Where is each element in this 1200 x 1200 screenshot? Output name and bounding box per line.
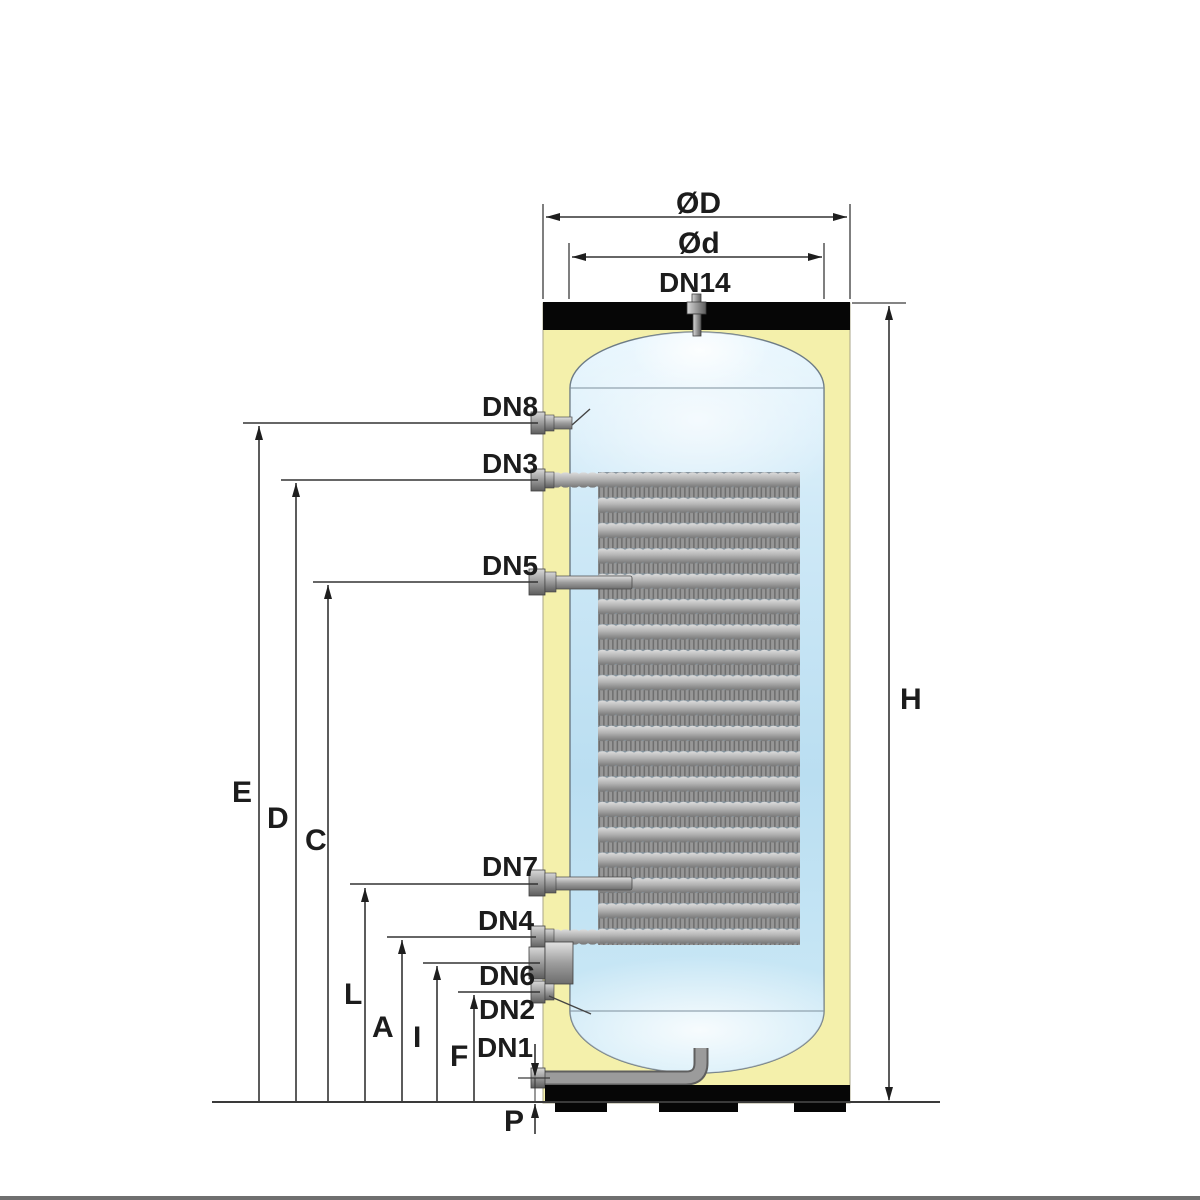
port-label-dn6: DN6 [479,960,536,991]
dim-label-c: C [305,824,327,857]
dim-label-inner-diameter: Ød [678,227,720,260]
dn5-pipe [545,575,633,590]
port-label-dn14: DN14 [659,267,731,298]
coil-outlet-tube [552,929,600,945]
port-label-dn7: DN7 [482,851,539,882]
dim-label-outer-diameter: ØD [676,187,721,220]
dn7-fitting [528,869,557,897]
dim-label-h: H [900,683,922,716]
dim-label-i: I [413,1021,422,1054]
port-label-dn5: DN5 [482,550,539,581]
heating-coil [552,472,800,945]
dimension-lines [243,216,890,1134]
dn7-pipe [545,876,633,891]
dim-label-l: L [344,978,363,1011]
dn6-sensor-tick [548,995,592,1015]
port-label-dn4: DN4 [478,905,535,936]
dn8-sensor-tick [571,408,591,426]
port-label-dn2: DN2 [479,994,536,1025]
page-bottom-rule [0,1196,1200,1200]
coil-inlet-tube [552,472,600,488]
port-label-dn1: DN1 [477,1032,534,1063]
dim-label-p: P [504,1105,525,1138]
dim-label-d: D [267,802,289,835]
tank-foot [659,1101,738,1112]
dim-label-e: E [232,776,253,809]
flange-fitting [528,941,574,985]
dim-label-a: A [372,1011,394,1044]
dn14-fitting [686,293,707,337]
extension-lines [518,204,906,1079]
tank-foot [794,1101,846,1112]
dimension-arrows [255,213,893,1118]
dim-label-f: F [450,1040,469,1073]
tank-foot [555,1101,607,1112]
port-label-dn3: DN3 [482,448,539,479]
port-label-dn8: DN8 [482,391,539,422]
